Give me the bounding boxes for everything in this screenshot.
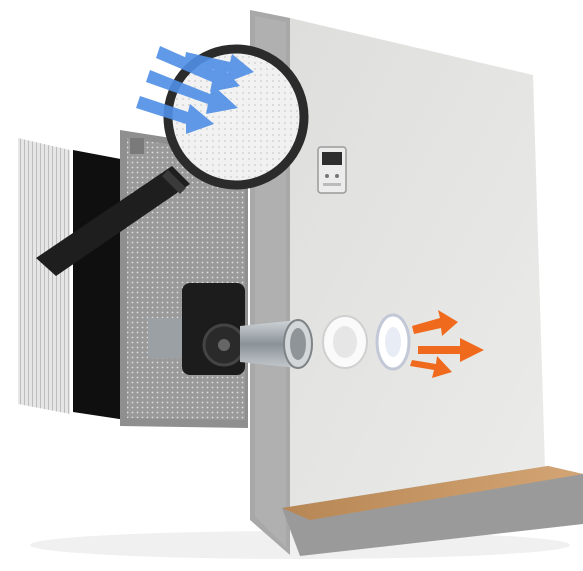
- duct-sleeve: [240, 320, 312, 368]
- carbon-filter: [73, 150, 126, 420]
- frame-clip: [130, 138, 144, 154]
- control-panel: [318, 147, 346, 193]
- grille-ring-inner: [333, 326, 357, 358]
- wall-face: [290, 18, 545, 510]
- grille-cap-center: [385, 327, 401, 357]
- controller-button: [335, 174, 339, 178]
- controller-button: [325, 174, 329, 178]
- sleeve-opening: [290, 328, 306, 360]
- controller-screen: [322, 152, 342, 165]
- controller-slot: [323, 183, 341, 186]
- fan-hub: [218, 339, 230, 351]
- pleated-filter: [18, 138, 70, 414]
